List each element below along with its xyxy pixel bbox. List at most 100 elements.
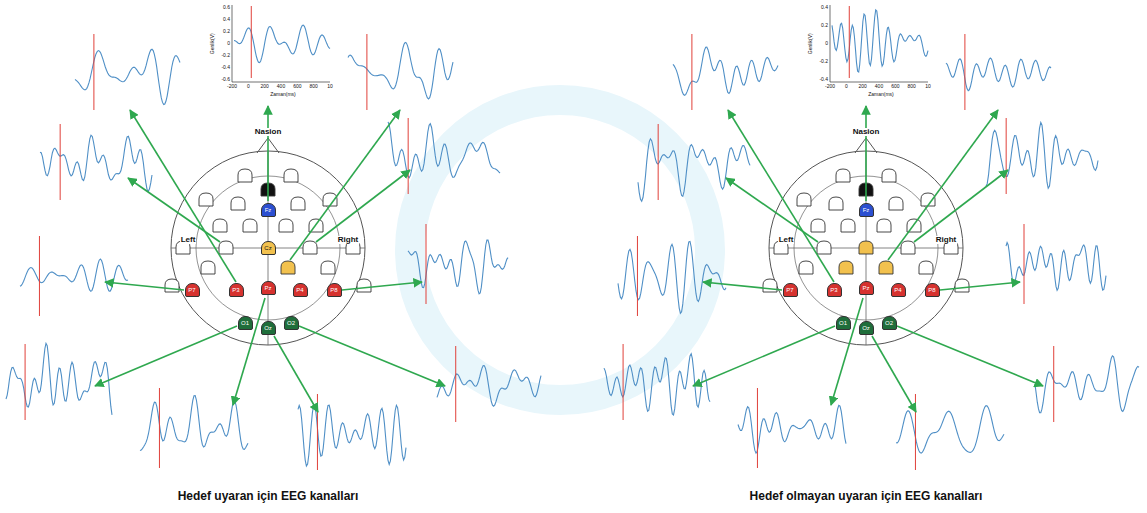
electrode: P4 — [293, 283, 308, 297]
landmark-label: Nasion — [254, 128, 283, 137]
tick-label: -0.6 — [221, 77, 230, 83]
stimulus-marker — [93, 34, 94, 110]
stimulus-marker — [658, 124, 659, 200]
electrode — [829, 197, 843, 210]
leader-arrow — [299, 326, 445, 386]
electrode: P3 — [229, 283, 244, 297]
tick-label: 0 — [825, 41, 828, 47]
tick-label: -0.4 — [221, 65, 230, 71]
tick-label: 0.2 — [821, 23, 828, 29]
tick-label: 0.2 — [223, 29, 230, 35]
tick-label: 400 — [277, 84, 285, 90]
landmark-label: Nasion — [852, 128, 881, 137]
stimulus-marker — [915, 394, 916, 470]
eeg-waveform — [1006, 243, 1106, 291]
leader-arrow — [693, 326, 835, 386]
electrode — [859, 241, 873, 254]
electrode — [357, 279, 371, 292]
eeg-waveform — [618, 241, 726, 313]
electrode-label: P3 — [830, 287, 837, 293]
electrode-label: P3 — [232, 287, 239, 293]
tick-label: -200 — [227, 84, 237, 90]
chart-axis — [830, 5, 831, 82]
tick-label: 800 — [309, 84, 317, 90]
electrode-label: P4 — [296, 287, 303, 293]
eeg-waveform — [298, 405, 406, 466]
stimulus-marker — [691, 34, 692, 110]
axis-title: Genlik(V) — [209, 34, 215, 55]
tick-label: 0.6 — [223, 5, 230, 11]
tick-label: 0.4 — [821, 5, 828, 11]
leader-arrow — [831, 298, 863, 405]
side-label: Left — [778, 236, 795, 245]
stimulus-marker — [964, 34, 965, 110]
eeg-waveform — [408, 240, 508, 294]
electrode-label: Oz — [862, 325, 870, 331]
electrode-label: Pz — [264, 285, 271, 291]
electrode — [279, 219, 293, 232]
side-label: Right — [337, 236, 359, 245]
stimulus-marker — [1024, 224, 1025, 304]
stimulus-marker — [25, 344, 26, 420]
leader-arrow — [726, 178, 818, 242]
electrode — [901, 241, 915, 254]
eeg-waveform — [832, 10, 928, 72]
electrode: P7 — [185, 283, 200, 297]
electrode-label: Oz — [264, 325, 272, 331]
stimulus-marker — [455, 346, 456, 422]
eeg-waveform — [1035, 356, 1139, 413]
tick-label: -0.2 — [819, 59, 828, 65]
electrode: P4 — [891, 283, 906, 297]
leader-arrow — [105, 282, 184, 290]
caption: Hedef uyaran için EEG kanalları — [178, 490, 359, 503]
electrode — [231, 197, 245, 210]
tick-label: -0.2 — [221, 53, 230, 59]
electrode-label: O2 — [287, 320, 295, 326]
side-label: Left — [180, 236, 197, 245]
leader-arrow — [872, 336, 916, 412]
electrode — [817, 241, 831, 254]
stimulus-marker — [39, 236, 40, 316]
eeg-waveform — [896, 406, 1004, 453]
electrode — [199, 193, 213, 206]
electrode: O1 — [836, 316, 851, 330]
tick-label: 0 — [227, 41, 230, 47]
electrode-label: O1 — [839, 320, 847, 326]
leader-arrow — [865, 106, 867, 201]
electrode-label: P7 — [188, 287, 195, 293]
electrode-label: O2 — [885, 320, 893, 326]
eeg-waveform — [388, 122, 500, 178]
eeg-waveform — [75, 49, 180, 104]
stimulus-marker — [408, 118, 409, 194]
stimulus-marker — [60, 124, 61, 200]
electrode-label: Fz — [265, 207, 272, 213]
electrode — [303, 241, 317, 254]
tick-label: 10 — [925, 84, 931, 90]
eeg-waveform — [638, 139, 750, 202]
axis-title: Zaman(ms) — [270, 92, 296, 98]
electrode: Cz — [261, 241, 276, 255]
stimulus-marker — [317, 394, 318, 470]
axis-title: Genlik(V) — [807, 34, 813, 55]
leader-arrow — [897, 326, 1043, 386]
stimulus-marker — [426, 224, 427, 304]
electrode: P3 — [827, 283, 842, 297]
tick-label: 200 — [260, 84, 268, 90]
chart-axis — [830, 82, 928, 83]
leader-arrow — [914, 170, 1008, 242]
tick-label: 0.4 — [223, 17, 230, 23]
electrode: Pz — [859, 281, 874, 295]
eeg-waveform — [986, 123, 1098, 189]
eeg-waveform — [738, 405, 846, 453]
electrode-label: O1 — [241, 320, 249, 326]
electrode-label: P7 — [786, 287, 793, 293]
electrode — [243, 219, 257, 232]
electrode — [284, 169, 298, 182]
electrode — [841, 219, 855, 232]
leader-arrow — [128, 178, 220, 242]
electrode — [213, 219, 227, 232]
stimulus-marker — [757, 388, 758, 468]
electrode-label: P8 — [928, 287, 935, 293]
electrode — [839, 261, 853, 274]
